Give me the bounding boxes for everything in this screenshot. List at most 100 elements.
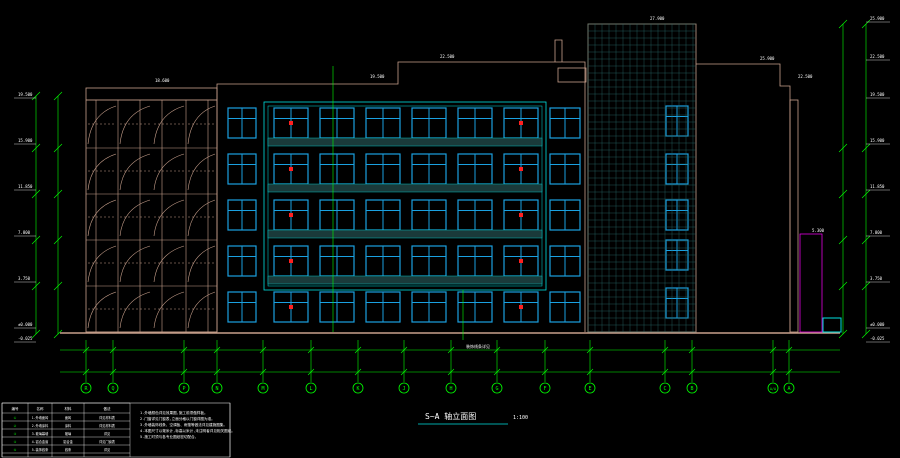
legend-cell: 1.外墙面砖: [32, 415, 49, 420]
detail-callout: 装饰线条详见: [466, 343, 490, 349]
grid-axis-bubble: H: [445, 382, 457, 394]
dimension-chains: [31, 19, 871, 382]
svg-text:J: J: [402, 386, 405, 392]
legend-cell: ⑤: [14, 448, 17, 452]
curtain-wall: [263, 101, 547, 291]
legend-cell: 详见: [104, 447, 111, 452]
legend-cell: 详见: [104, 431, 111, 436]
window: [411, 291, 447, 323]
elevation-label-right: 22.500: [870, 54, 885, 59]
elevation-label-left: 19.500: [18, 92, 33, 97]
legend-cell: ①: [14, 416, 17, 420]
legend-header: 编号: [12, 406, 19, 411]
svg-text:N: N: [215, 386, 218, 392]
legend-header: 材料: [65, 406, 72, 411]
window: [549, 245, 581, 277]
top-elevation-label: 25.900: [760, 56, 775, 61]
note-line: 5.施工时须与各专业图纸密切配合。: [140, 434, 198, 439]
legend-cell: 3.玻璃幕墙: [32, 431, 49, 436]
legend-cell: 玻璃: [65, 431, 72, 436]
grid-axis-bubble: E: [584, 382, 596, 394]
grid-axis-bubble: P: [178, 382, 190, 394]
top-elevation-label: 19.500: [370, 74, 385, 79]
legend-header: 做法: [104, 406, 111, 411]
legend-cell: ④: [14, 440, 17, 444]
window: [227, 153, 257, 185]
elevation-label-left: 15.900: [18, 138, 33, 143]
svg-text:P: P: [182, 386, 185, 392]
top-elevation-label: 27.900: [650, 16, 665, 21]
elevation-label-right: 19.500: [870, 92, 885, 97]
legend-cell: 涂料: [65, 423, 72, 428]
elevation-label-left: -0.025: [18, 336, 33, 341]
canopy-elevation-label: 5.300: [812, 228, 825, 233]
left-section-balconies: [86, 99, 217, 333]
grid-axis-bubble: G: [491, 382, 503, 394]
grid-axis-bubble: L: [305, 382, 317, 394]
svg-text:A: A: [787, 386, 790, 392]
legend-cell: 详见门窗表: [99, 439, 116, 444]
window: [549, 153, 581, 185]
grid-axis-bubble: R: [80, 382, 92, 394]
entrance-door: [822, 317, 842, 333]
svg-text:E: E: [588, 386, 591, 392]
grid-axis-bubble: A: [783, 382, 795, 394]
drawing-scale: 1:100: [513, 415, 528, 421]
window: [457, 291, 493, 323]
svg-text:Q: Q: [111, 386, 114, 392]
svg-text:K: K: [356, 386, 359, 392]
svg-text:R: R: [84, 386, 88, 392]
window: [319, 245, 355, 277]
note-line: 2.门窗详见门窗表,立面分格以门窗详图为准。: [140, 416, 215, 421]
legend-cell: 铝合金: [63, 439, 73, 444]
tower-tile-grid: [587, 23, 696, 333]
grid-axis-bubble: K: [352, 382, 364, 394]
grid-axis-bubble: Q: [107, 382, 119, 394]
svg-text:C: C: [663, 386, 666, 392]
svg-text:G: G: [495, 386, 498, 392]
svg-text:H: H: [449, 386, 452, 392]
elevation-label-left: 7.800: [18, 230, 31, 235]
window: [273, 291, 309, 323]
svg-text:F: F: [543, 386, 546, 392]
elevation-label-right: 3.750: [870, 276, 883, 281]
grid-axis-bubble: M: [257, 382, 269, 394]
svg-text:L: L: [309, 386, 312, 392]
note-line: 4.本图尺寸以毫米计,标高以米计,未注明者详见相关图纸。: [140, 428, 235, 433]
elevation-label-left: 11.850: [18, 184, 33, 189]
window: [227, 107, 257, 139]
elevation-label-left: ±0.000: [18, 322, 33, 327]
legend-cell: ③: [14, 432, 17, 436]
grid-axes: R Q P N M L K J H G F E C B A/A A: [80, 382, 795, 394]
window: [665, 199, 689, 231]
window: [549, 291, 581, 323]
grid-axis-bubble: J: [398, 382, 410, 394]
grid-axis-bubble: N: [211, 382, 223, 394]
elevation-label-right: 7.800: [870, 230, 883, 235]
legend-cell: 线条: [65, 447, 72, 452]
window-grid: [227, 105, 689, 323]
grid-axis-bubble: A/A: [767, 382, 779, 394]
svg-text:M: M: [261, 386, 264, 392]
elevation-label-left: 3.750: [18, 276, 31, 281]
window: [227, 245, 257, 277]
elevation-label-right: ±0.000: [870, 322, 885, 327]
window: [665, 153, 689, 185]
elevation-labels: 19.500 15.900 11.850 7.800 3.750 ±0.000 -0.025…: [14, 16, 890, 349]
grid-axis-bubble: F: [539, 382, 551, 394]
top-elevation-label: 18.600: [155, 78, 170, 83]
legend-cell: 2.外墙涂料: [32, 423, 49, 428]
elevation-label-right: 11.850: [870, 184, 885, 189]
top-elevation-label: 22.500: [798, 74, 813, 79]
window: [227, 291, 257, 323]
elevation-label-right: 15.900: [870, 138, 885, 143]
grid-axis-bubble: B: [686, 382, 698, 394]
accent-block: [799, 233, 823, 333]
note-line: 3.外墙装饰线条、空调板、雨篷等做法详见建施图集。: [140, 422, 227, 427]
legend-cell: 4.铝合金窗: [32, 439, 49, 444]
window: [227, 199, 257, 231]
elevation-label-right: -0.025: [870, 336, 885, 341]
legend-cell: 详见材料表: [99, 415, 116, 420]
